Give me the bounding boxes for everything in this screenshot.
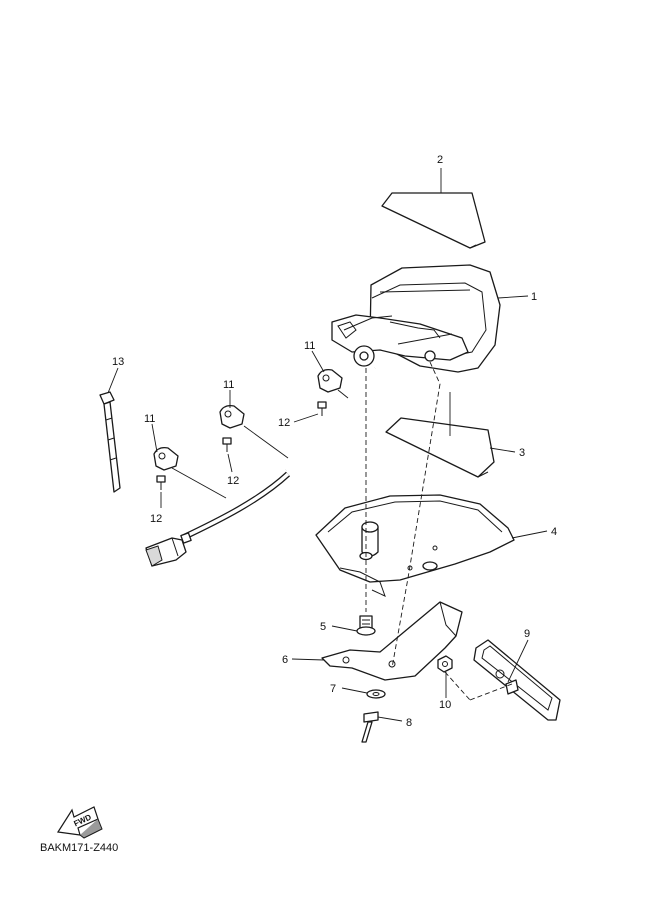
- callout-12-left: 12: [150, 513, 162, 525]
- callout-12-right: 12: [278, 417, 290, 429]
- callout-7: 7: [330, 683, 336, 695]
- callout-13: 13: [112, 356, 124, 368]
- wire-harness[interactable]: [180, 367, 377, 541]
- part-2-cover-plate[interactable]: [381, 192, 486, 249]
- callout-10: 10: [439, 699, 451, 711]
- part-13-cable-tie[interactable]: [99, 391, 121, 493]
- part-7-washer[interactable]: [366, 689, 386, 699]
- part-3-gasket-plate[interactable]: [385, 417, 495, 478]
- part-6-license-bracket[interactable]: [321, 601, 463, 681]
- diagram-code: BAKM171-Z440: [40, 842, 119, 854]
- callout-4: 4: [551, 526, 557, 538]
- fwd-arrow-icon: FWD: [56, 806, 103, 839]
- callout-2: 2: [437, 154, 443, 166]
- part-1-tail-light-housing[interactable]: [331, 264, 501, 373]
- callout-3: 3: [519, 447, 525, 459]
- callout-11-right: 11: [304, 340, 315, 352]
- part-8-rivet[interactable]: [361, 711, 379, 743]
- part-11-clamp-middle[interactable]: [219, 404, 245, 429]
- part-11-clamp-left[interactable]: [153, 446, 179, 471]
- wire-connector[interactable]: [145, 532, 192, 567]
- part-10-nut[interactable]: [437, 655, 453, 673]
- callout-6: 6: [282, 654, 288, 666]
- leader-lines: [107, 168, 548, 722]
- part-11-clamp-right[interactable]: [317, 368, 343, 393]
- part-12-screw-middle[interactable]: [222, 437, 232, 452]
- part-4-base-tray[interactable]: [315, 494, 515, 597]
- callout-8: 8: [406, 717, 412, 729]
- callout-9: 9: [524, 628, 530, 640]
- assembly-guide-lines: [365, 361, 513, 701]
- callout-11-middle: 11: [223, 379, 234, 391]
- callout-11-left: 11: [144, 413, 155, 425]
- callout-12-middle: 12: [227, 475, 239, 487]
- callout-labels: 2 1 3 4 5 6 7 8 9 10 13 11 11 11 12 12 1…: [112, 154, 557, 729]
- callout-1: 1: [531, 291, 537, 303]
- part-5-bolt[interactable]: [356, 615, 376, 636]
- part-12-screw-right[interactable]: [317, 401, 327, 416]
- callout-5: 5: [320, 621, 326, 633]
- part-12-screw-left[interactable]: [156, 475, 166, 490]
- part-9-license-light[interactable]: [473, 639, 561, 721]
